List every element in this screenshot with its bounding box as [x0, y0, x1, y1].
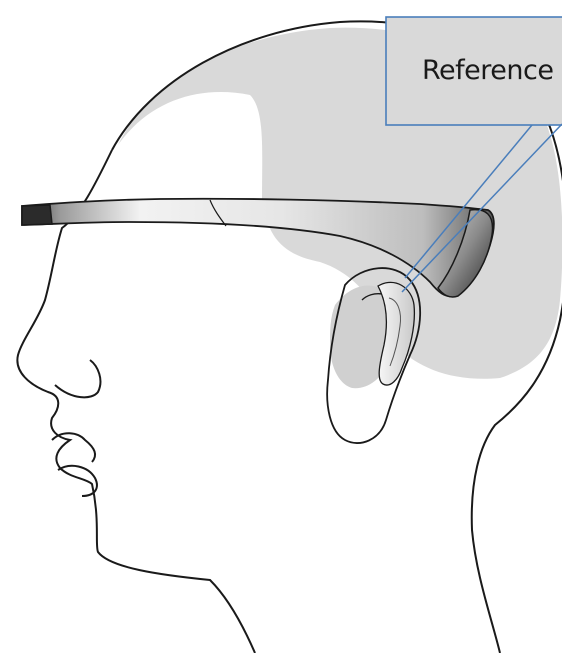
nostril-line	[55, 360, 100, 397]
upper-lip	[52, 433, 95, 462]
face-profile	[17, 150, 255, 653]
glasses-front-end	[22, 205, 52, 225]
callout-label: Reference	[422, 55, 562, 86]
